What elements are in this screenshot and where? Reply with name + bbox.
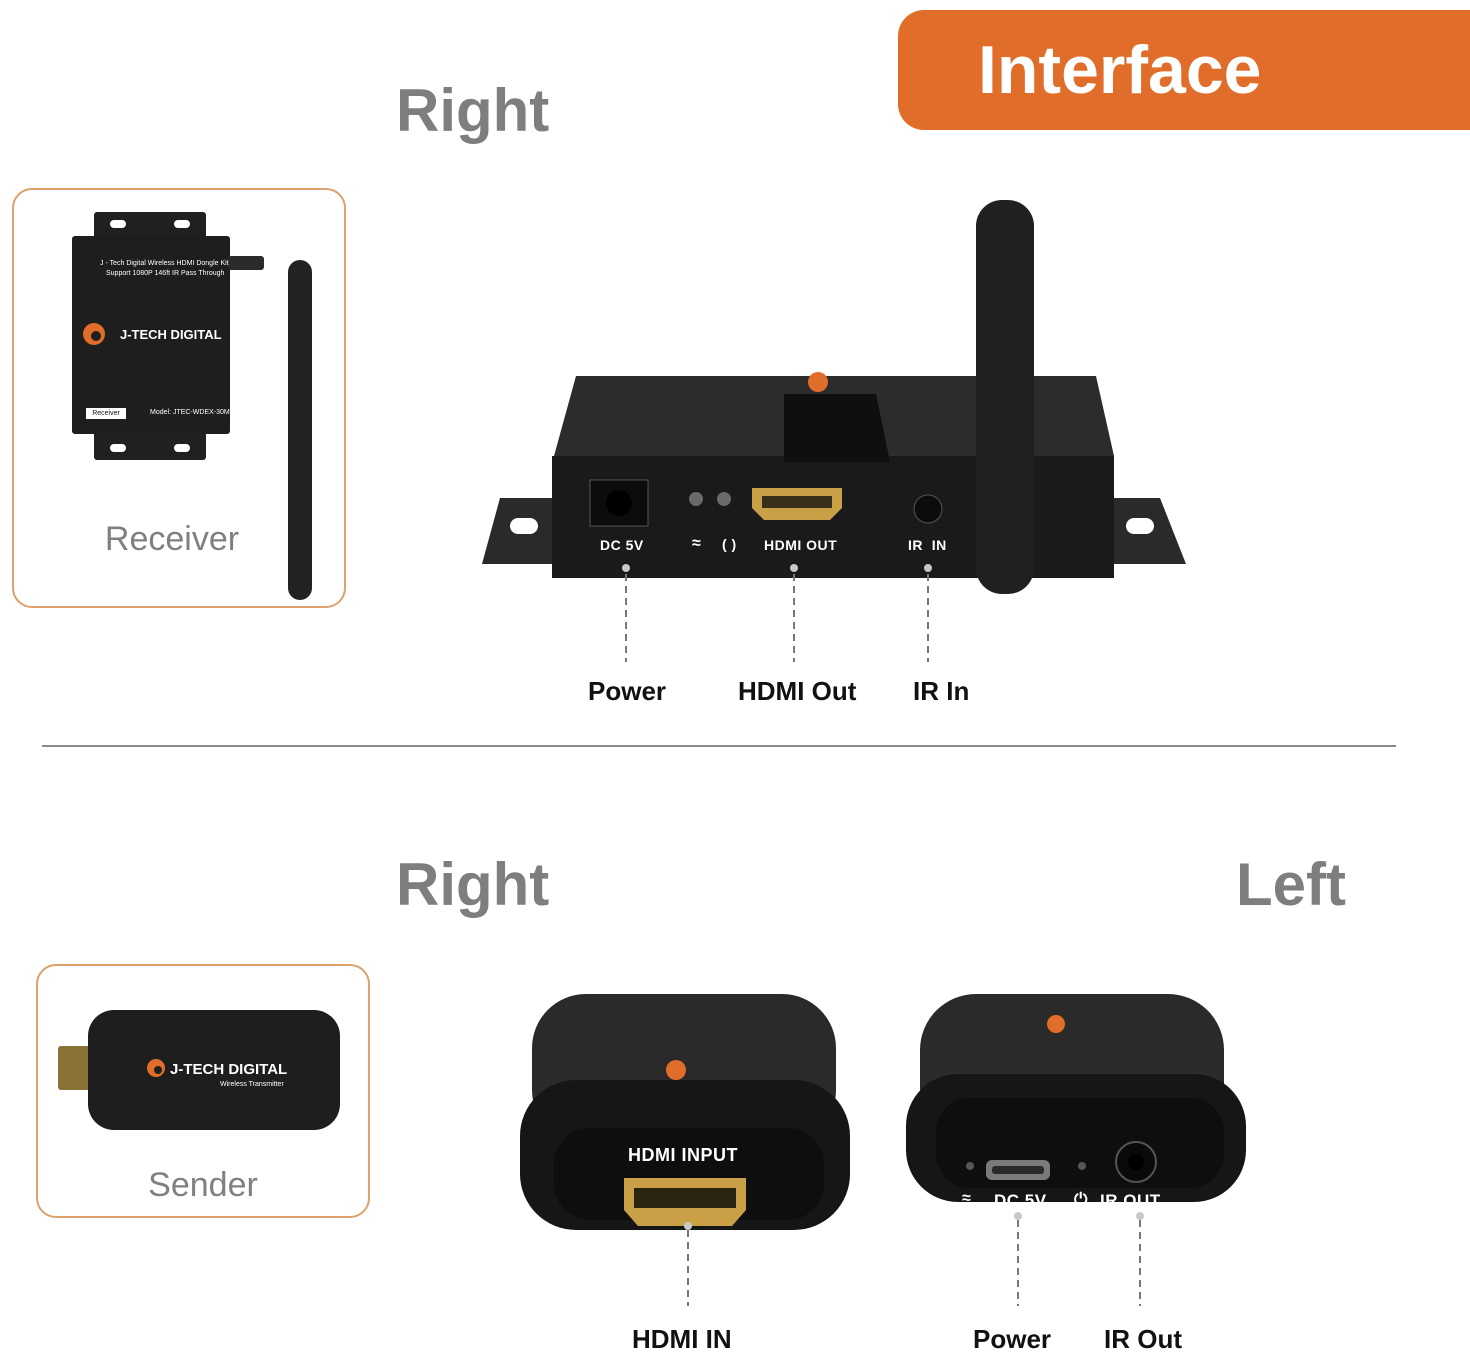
receiver-ir-in-callout: IR In [913, 676, 970, 706]
receiver-card: J - Tech Digital Wireless HDMI Dongle Ki… [12, 188, 346, 608]
sender-thumbnail-subtitle: Wireless Transmitter [220, 1081, 284, 1088]
sender-ir-out-callout: IR Out [1104, 1324, 1182, 1354]
sender-thumbnail-image [58, 1010, 340, 1130]
receiver-right-heading: Right [396, 77, 550, 144]
sender-power-callout: Power [973, 1324, 1052, 1354]
receiver-brand-logo: J-TECH DIGITAL [120, 327, 222, 342]
receiver-device-text-2: Support 1080P 146ft IR Pass Through [106, 270, 225, 277]
sender-hdmi-in-callout: HDMI IN [632, 1324, 732, 1354]
sender-power-icon: ⏻ [1074, 1190, 1088, 1209]
section-divider [42, 745, 1396, 747]
receiver-device-image [482, 200, 1186, 594]
receiver-hdmi-out-callout: HDMI Out [738, 676, 857, 706]
sender-hdmi-port-label: HDMI INPUT [628, 1145, 738, 1165]
receiver-hdmi-port-label: HDMI OUT [764, 537, 838, 553]
sender-left-device-image [906, 994, 1246, 1220]
sender-ir-port-label: IR OUT [1100, 1191, 1161, 1210]
receiver-thumbnail-image [72, 212, 312, 600]
receiver-device-text-1: J - Tech Digital Wireless HDMI Dongle Ki… [100, 260, 229, 267]
sender-right-device-image [520, 994, 850, 1230]
sender-wifi-icon: ≈ [962, 1190, 972, 1207]
sender-card-label: Sender [148, 1166, 258, 1204]
sender-left-heading: Left [1236, 851, 1346, 918]
receiver-card-label: Receiver [104, 520, 240, 558]
sender-brand-logo: J-TECH DIGITAL [170, 1061, 288, 1078]
receiver-ir-port-label: IR IN [908, 537, 947, 553]
receiver-dc-port-label: DC 5V [600, 537, 644, 553]
receiver-model-text: Model: JTEC-WDEX-30M [150, 409, 230, 416]
receiver-wifi-icon: ≈ [692, 535, 702, 552]
sender-dc-port-label: DC 5V [994, 1191, 1047, 1210]
interface-banner: Interface [898, 10, 1470, 130]
receiver-sync-icon: ( ) [722, 536, 737, 552]
receiver-power-callout: Power [588, 676, 667, 706]
sender-card: J-TECH DIGITAL Wireless Transmitter Send… [36, 964, 370, 1218]
receiver-tag: Receiver [86, 408, 126, 419]
sender-right-heading: Right [396, 851, 550, 918]
